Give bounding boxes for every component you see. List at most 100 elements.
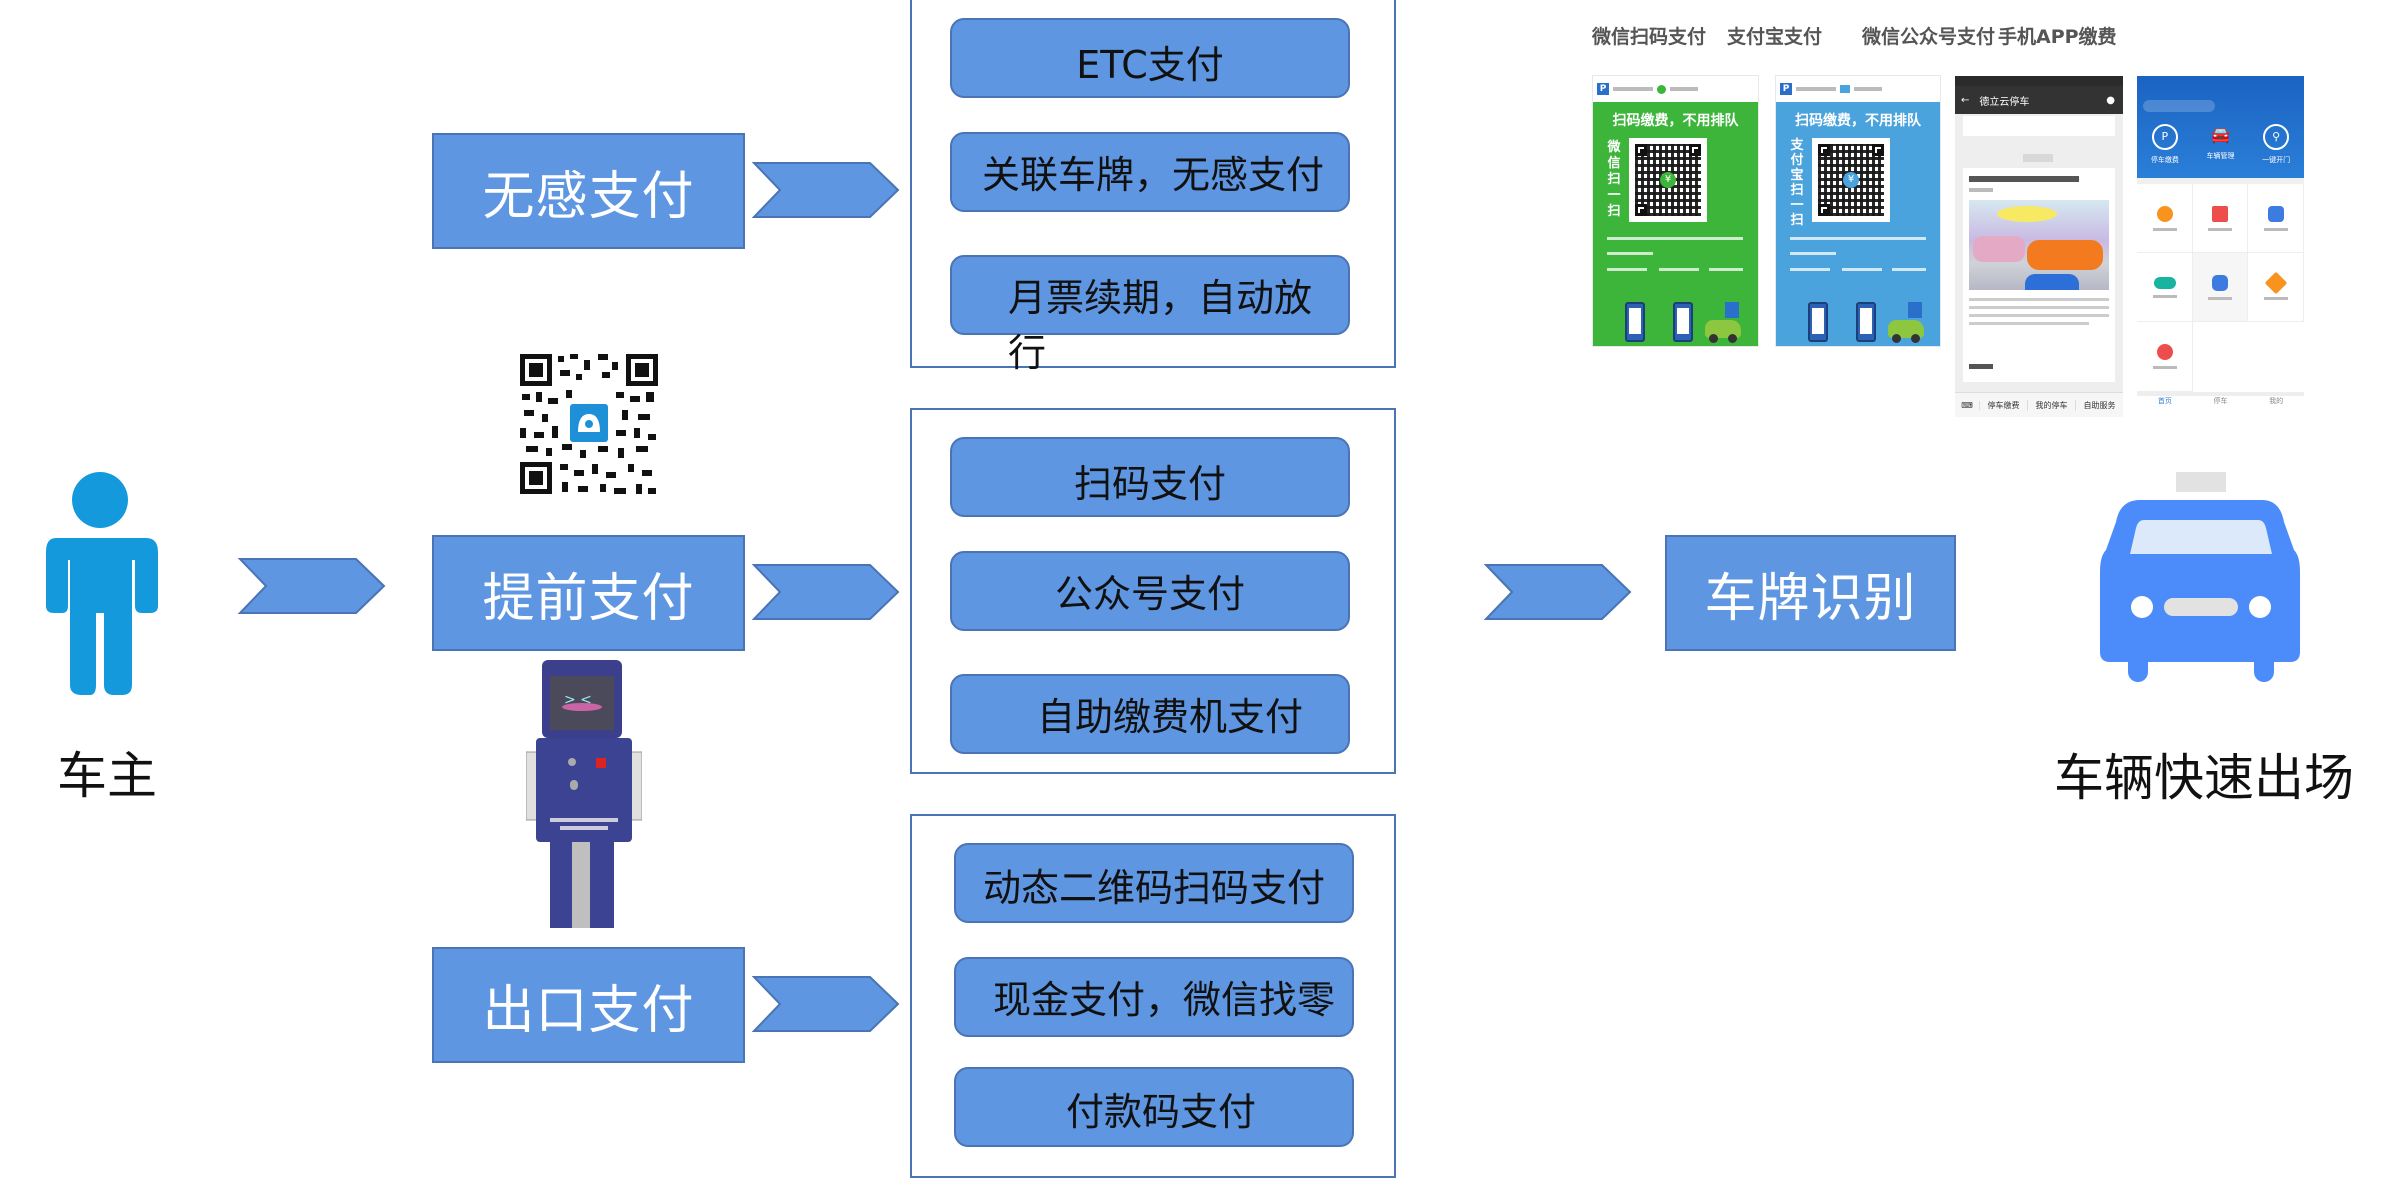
yuan-icon: ¥ xyxy=(1660,172,1676,188)
phone-call-icon xyxy=(2156,344,2173,360)
article-card[interactable] xyxy=(1963,168,2115,382)
option-cash-payment[interactable]: 现金支付，微信找零 xyxy=(954,957,1354,1037)
mobile-app-screenshot: P 停车缴费 🚘 车辆管理 ⚲ 一键开门 首页 停车 我的 xyxy=(2137,76,2304,417)
screenshot-label-alipay: 支付宝支付 xyxy=(1727,26,1823,48)
keyboard-icon[interactable]: ⌨ xyxy=(1955,400,1980,410)
options-panel-senseless: ETC支付 关联车牌，无感支付 月票续期，自动放行 xyxy=(910,0,1396,375)
car-owner-person-icon xyxy=(44,470,164,710)
car-owner-label: 车主 xyxy=(57,747,157,805)
car-service-icon xyxy=(2212,274,2228,291)
option-payment-code[interactable]: 付款码支付 xyxy=(954,1067,1354,1147)
option-label: 关联车牌，无感支付 xyxy=(982,153,1325,197)
menu-tab[interactable]: 停车缴费 xyxy=(1980,399,2028,411)
option-label: 扫码支付 xyxy=(1073,462,1226,506)
alipay-scan-poster: P 扫码缴费，不用排队 支付宝扫一扫 ¥ xyxy=(1775,75,1941,347)
wechat-official-account-screenshot: ← 德立云停车 ● ⌨ 停车缴费 我的停车 自助服务 xyxy=(1955,76,2123,417)
quick-action-parking-fee[interactable]: P 停车缴费 xyxy=(2151,124,2179,165)
recognition-label: 车牌识别 xyxy=(1704,568,1917,629)
article-cartoon-image xyxy=(1969,200,2109,290)
qr-code-icon xyxy=(518,352,660,496)
nav-tab-mine[interactable]: 我的 xyxy=(2269,397,2284,405)
poster-side-text: 支付宝扫一扫 xyxy=(1790,138,1804,228)
status-bar xyxy=(1955,76,2123,86)
quick-action-label: 停车缴费 xyxy=(2150,156,2179,164)
category-exit-payment[interactable]: 出口支付 xyxy=(432,947,745,1063)
mini-car-icon xyxy=(1888,320,1924,343)
option-etc-payment[interactable]: ETC支付 xyxy=(950,18,1350,98)
app-bottom-nav: 首页 停车 我的 xyxy=(2137,396,2304,417)
option-label: ETC支付 xyxy=(1076,43,1224,87)
phone-icon xyxy=(1673,302,1693,342)
nav-tab-home[interactable]: 首页 xyxy=(2157,397,2172,405)
exit-sign-icon xyxy=(1725,302,1739,318)
option-kiosk-payment[interactable]: 自助缴费机支付 xyxy=(950,674,1350,754)
option-label: 公众号支付 xyxy=(1054,572,1245,616)
wechat-scan-poster: P 扫码缴费，不用排队 微信扫一扫 ¥ xyxy=(1592,75,1759,347)
category-label: 无感支付 xyxy=(482,166,695,227)
option-label: 付款码支付 xyxy=(1065,1090,1256,1134)
category-senseless-payment[interactable]: 无感支付 xyxy=(432,133,745,249)
badge-icon xyxy=(2267,205,2284,222)
vehicle-fast-exit-label: 车辆快速出场 xyxy=(2054,749,2354,807)
menu-tab[interactable]: 我的停车 xyxy=(2028,399,2076,411)
arrow-chevron-senseless xyxy=(752,162,900,218)
quick-action-label: 车辆管理 xyxy=(2206,152,2235,160)
screenshot-label-mobile-app: 手机APP缴费 xyxy=(1998,26,2117,48)
option-monthly-pass[interactable]: 月票续期，自动放行 xyxy=(950,255,1350,375)
option-label: 现金支付，微信找零 xyxy=(992,978,1335,1022)
quick-action-label: 一键开门 xyxy=(2262,156,2291,164)
key-icon: ⚲ xyxy=(2263,124,2290,150)
profile-icon[interactable]: ● xyxy=(2106,94,2115,106)
option-label: 动态二维码扫码支付 xyxy=(982,866,1325,910)
poster-header: P xyxy=(1776,76,1940,103)
options-panel-prepayment: 扫码支付 公众号支付 自助缴费机支付 xyxy=(910,408,1396,774)
option-plate-linked-payment[interactable]: 关联车牌，无感支付 xyxy=(950,132,1350,212)
yuan-icon: ¥ xyxy=(1843,172,1859,188)
quick-action-vehicle[interactable]: 🚘 车辆管理 xyxy=(2206,124,2234,165)
account-name: 德立云停车 xyxy=(1979,96,2030,108)
parking-p-icon: P xyxy=(1780,83,1792,95)
quick-action-open-gate[interactable]: ⚲ 一键开门 xyxy=(2262,124,2290,165)
wechat-pay-icon xyxy=(1657,84,1666,94)
poster-side-text: 微信扫一扫 xyxy=(1607,140,1621,219)
poster-headline: 扫码缴费，不用排队 xyxy=(1795,113,1921,129)
options-panel-exit: 动态二维码扫码支付 现金支付，微信找零 付款码支付 xyxy=(910,814,1396,1178)
option-dynamic-qr-payment[interactable]: 动态二维码扫码支付 xyxy=(954,843,1354,923)
category-prepayment[interactable]: 提前支付 xyxy=(432,535,745,651)
car-wash-icon xyxy=(2153,276,2176,289)
category-label: 提前支付 xyxy=(482,568,695,629)
building-icon xyxy=(2212,205,2228,222)
screenshot-label-wechat-scan: 微信扫码支付 xyxy=(1592,26,1707,48)
exit-sign-icon xyxy=(1908,302,1922,318)
option-label: 自助缴费机支付 xyxy=(1036,695,1303,739)
arrow-chevron-start xyxy=(238,558,386,614)
mini-car-icon xyxy=(1705,320,1741,343)
poster-qr-code-icon: ¥ xyxy=(1812,138,1890,222)
menu-tab[interactable]: 自助服务 xyxy=(2083,400,2116,410)
category-label: 出口支付 xyxy=(482,980,695,1041)
phone-icon xyxy=(1625,302,1645,342)
arrow-chevron-exit xyxy=(752,976,900,1032)
account-menu-bar: ⌨ 停车缴费 我的停车 自助服务 xyxy=(1955,392,2123,417)
phone-icon xyxy=(1808,302,1828,342)
option-label: 月票续期，自动放行 xyxy=(1008,276,1313,375)
car-charge-icon: 🚘 xyxy=(2210,125,2231,144)
app-service-grid xyxy=(2137,184,2304,392)
license-plate-recognition-box[interactable]: 车牌识别 xyxy=(1665,535,1956,651)
nav-tab-parking[interactable]: 停车 xyxy=(2213,397,2228,405)
self-service-kiosk-icon: > < xyxy=(525,660,643,928)
chat-icon xyxy=(2156,205,2173,222)
arrow-chevron-recognition xyxy=(1484,564,1632,620)
option-scan-qr-payment[interactable]: 扫码支付 xyxy=(950,437,1350,517)
arrow-chevron-prepayment xyxy=(752,564,900,620)
option-official-account-payment[interactable]: 公众号支付 xyxy=(950,551,1350,631)
back-arrow-icon[interactable]: ← xyxy=(1961,94,1970,106)
parking-p-icon: P xyxy=(2151,124,2178,150)
poster-header: P xyxy=(1593,76,1758,103)
phone-icon xyxy=(1856,302,1876,342)
poster-qr-code-icon: ¥ xyxy=(1629,138,1707,222)
parking-p-icon: P xyxy=(1597,83,1609,95)
app-header: P 停车缴费 🚘 车辆管理 ⚲ 一键开门 xyxy=(2137,76,2304,178)
poster-headline: 扫码缴费，不用排队 xyxy=(1612,113,1739,129)
wrench-icon xyxy=(2264,271,2287,294)
